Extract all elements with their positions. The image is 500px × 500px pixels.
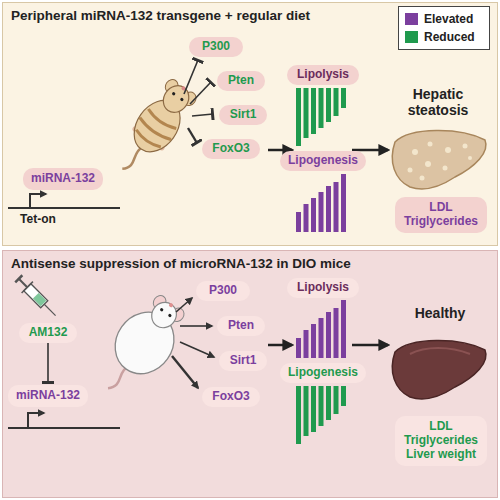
legend-box: ElevatedReduced bbox=[398, 6, 490, 50]
pill-text: P300 bbox=[202, 40, 230, 54]
label-pill: Lipogenesis bbox=[280, 151, 366, 171]
pill-text: Lipolysis bbox=[297, 281, 349, 295]
label-pill: FoxO3 bbox=[202, 387, 260, 407]
label-pill: miRNA-132 bbox=[8, 385, 88, 407]
panel-heading: Peripheral miRNA-132 transgene + regular… bbox=[11, 8, 310, 23]
label-pill: Lipolysis bbox=[287, 65, 359, 85]
label-pill: LDL Triglycerides Liver weight bbox=[395, 416, 487, 466]
annotation-label: Hepatic steatosis bbox=[392, 86, 484, 118]
pill-text: miRNA-132 bbox=[16, 389, 80, 403]
legend-text: Elevated bbox=[424, 12, 473, 26]
legend-text: Reduced bbox=[424, 30, 475, 44]
legend-swatch bbox=[405, 31, 418, 43]
scenario-panel: Antisense suppression of microRNA-132 in… bbox=[2, 250, 498, 498]
label-pill: Pten bbox=[217, 71, 265, 91]
pill-text: Pten bbox=[228, 74, 254, 88]
label-pill: Sirt1 bbox=[219, 351, 267, 371]
label-pill: P300 bbox=[196, 281, 250, 301]
legend-entry: Elevated bbox=[405, 10, 483, 28]
pill-text: Lipolysis bbox=[297, 68, 349, 82]
pill-text: Sirt1 bbox=[230, 108, 257, 122]
annotation-label: Healthy bbox=[395, 305, 485, 321]
pill-text: miRNA-132 bbox=[31, 172, 95, 186]
pill-text: Lipogenesis bbox=[288, 366, 358, 380]
legend-swatch bbox=[405, 13, 418, 25]
pill-text: Pten bbox=[228, 319, 254, 333]
pill-text: FoxO3 bbox=[212, 142, 249, 156]
label-pill: Lipogenesis bbox=[280, 363, 366, 383]
label-pill: LDL Triglycerides bbox=[395, 197, 487, 233]
legend-entry: Reduced bbox=[405, 28, 483, 46]
pill-text: Sirt1 bbox=[230, 354, 257, 368]
panel-heading: Antisense suppression of microRNA-132 in… bbox=[11, 256, 351, 271]
pill-text: FoxO3 bbox=[212, 390, 249, 404]
label-pill: Lipolysis bbox=[287, 278, 359, 298]
annotation-label: Tet-on bbox=[8, 213, 68, 227]
pill-text: LDL Triglycerides bbox=[399, 201, 483, 229]
pill-text: LDL Triglycerides Liver weight bbox=[399, 420, 483, 461]
pill-text: AM132 bbox=[29, 326, 68, 340]
pill-text: Lipogenesis bbox=[288, 154, 358, 168]
label-pill: AM132 bbox=[19, 323, 77, 343]
label-pill: Sirt1 bbox=[219, 105, 267, 125]
label-pill: P300 bbox=[189, 37, 243, 57]
label-pill: FoxO3 bbox=[202, 139, 260, 159]
label-pill: Pten bbox=[217, 316, 265, 336]
label-pill: miRNA-132 bbox=[23, 168, 103, 190]
pill-text: P300 bbox=[209, 284, 237, 298]
